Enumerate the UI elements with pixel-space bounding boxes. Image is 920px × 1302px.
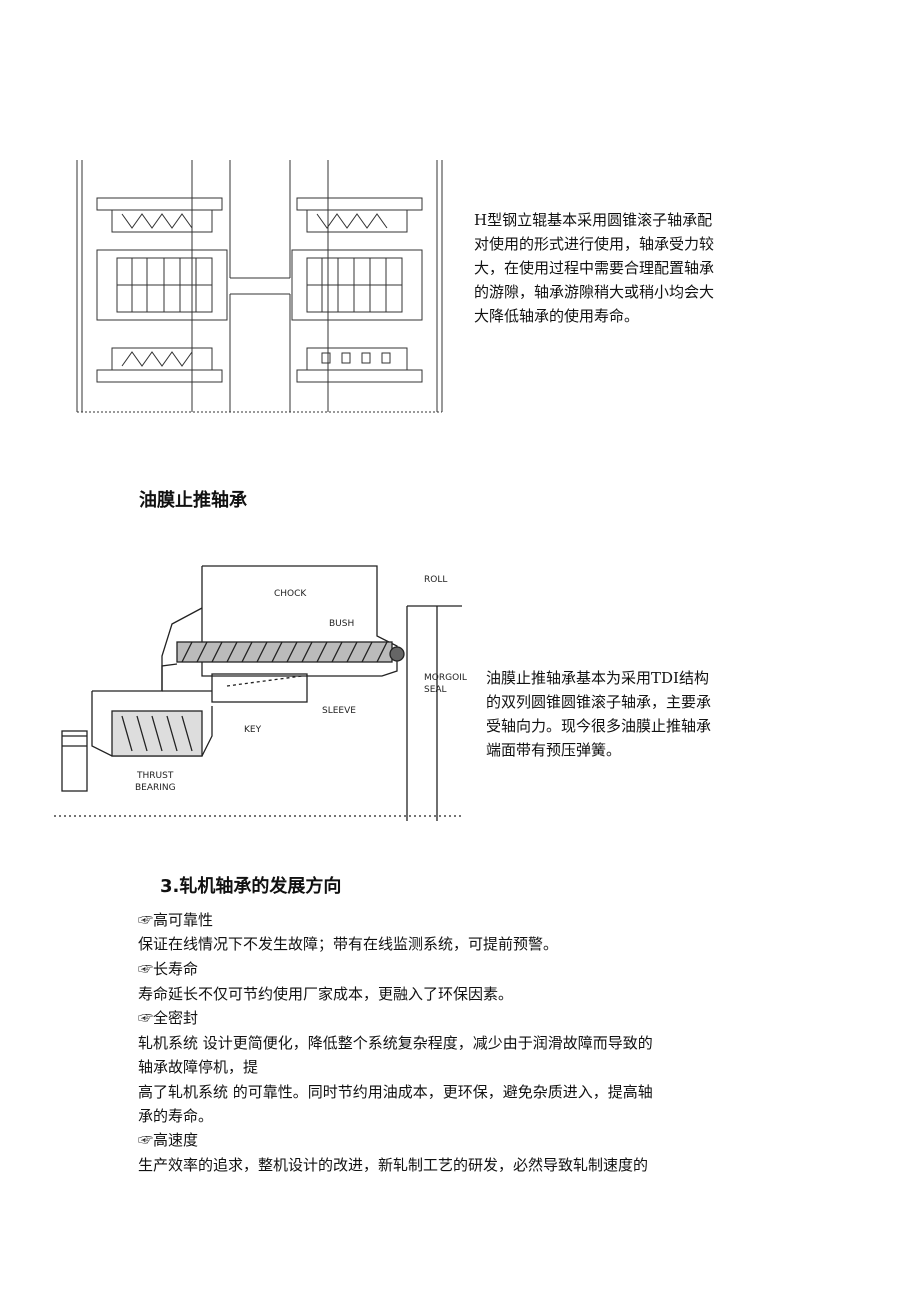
item-heading: ☞高速度 bbox=[138, 1131, 199, 1149]
label-key: KEY bbox=[244, 725, 262, 735]
item-body: 保证在线情况下不发生故障；带有在线监测系统，可提前预警。 bbox=[138, 935, 559, 953]
section-title: 油膜止推轴承 bbox=[139, 490, 247, 511]
caption-line: 对使用的形式进行使用，轴承受力较 bbox=[474, 235, 715, 253]
caption-line: 大降低轴承的使用寿命。 bbox=[474, 307, 640, 325]
caption-line: 端面带有预压弹簧。 bbox=[486, 741, 622, 759]
item-body: 轴承故障停机，提 bbox=[138, 1058, 259, 1076]
section3-title: 3.轧机轴承的发展方向 bbox=[160, 876, 342, 897]
caption-line: 的游隙，轴承游隙稍大或稍小均会大 bbox=[474, 283, 715, 301]
label-chock: CHOCK bbox=[274, 589, 307, 599]
item-body: 寿命延长不仅可节约使用厂家成本，更融入了环保因素。 bbox=[138, 985, 514, 1003]
caption-line: H型钢立辊基本采用圆锥滚子轴承配 bbox=[474, 211, 713, 229]
caption-line: 的双列圆锥圆锥滚子轴承，主要承 bbox=[486, 693, 712, 711]
morgoil-bearing-drawing: CHOCK ROLL BUSH MORGOIL SEAL KEY SLEEVE … bbox=[52, 546, 467, 821]
roll-bearing-drawing bbox=[72, 158, 447, 414]
label-seal: SEAL bbox=[424, 685, 447, 695]
item-heading: ☞全密封 bbox=[138, 1009, 199, 1027]
label-roll: ROLL bbox=[424, 575, 447, 585]
label-bush: BUSH bbox=[329, 619, 354, 629]
item-body: 高了轧机系统 的可靠性。同时节约用油成本，更环保，避免杂质进入，提高轴 bbox=[138, 1083, 653, 1101]
label-sleeve: SLEEVE bbox=[322, 706, 356, 716]
item-heading: ☞高可靠性 bbox=[138, 911, 214, 929]
item-body: 生产效率的追求，整机设计的改进，新轧制工艺的研发，必然导致轧制速度的 bbox=[138, 1156, 649, 1174]
caption-line: 大，在使用过程中需要合理配置轴承 bbox=[474, 259, 715, 277]
caption-line: 受轴向力。现今很多油膜止推轴承 bbox=[486, 717, 712, 735]
label-thrust: THRUST bbox=[136, 771, 174, 781]
item-heading: ☞长寿命 bbox=[138, 960, 199, 978]
label-morgoil: MORGOIL bbox=[424, 673, 467, 683]
item-body: 承的寿命。 bbox=[138, 1107, 214, 1125]
figure1-caption: H型钢立辊基本采用圆锥滚子轴承配 对使用的形式进行使用，轴承受力较 大，在使用过… bbox=[474, 208, 784, 328]
item-body: 轧机系统 设计更简便化，降低整个系统复杂程度，减少由于润滑故障而导致的 bbox=[138, 1034, 653, 1052]
figure2-caption: 油膜止推轴承基本为采用TDI结构 的双列圆锥圆锥滚子轴承，主要承 受轴向力。现今… bbox=[486, 666, 786, 762]
caption-line: 油膜止推轴承基本为采用TDI结构 bbox=[486, 669, 709, 687]
label-bearing: BEARING bbox=[135, 783, 176, 793]
